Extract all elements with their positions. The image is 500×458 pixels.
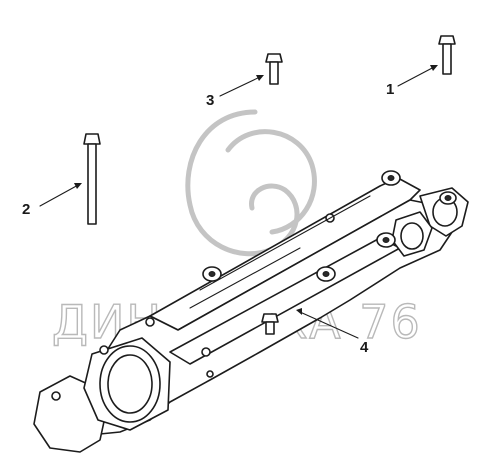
bolt-2 xyxy=(83,133,101,225)
boss-4-hole xyxy=(382,237,390,243)
rail-bosses xyxy=(202,170,457,282)
callout-1: 1 xyxy=(386,81,394,98)
nut-7 xyxy=(206,370,214,378)
boss-5-hole xyxy=(444,195,452,201)
rail-edge-line-2 xyxy=(189,247,301,309)
nut-2 xyxy=(145,317,155,327)
bolt-1-head xyxy=(438,35,456,45)
outlet-port-inner xyxy=(107,354,153,414)
bolt-4-head xyxy=(261,313,279,323)
leader-2 xyxy=(39,183,81,207)
nut-6 xyxy=(51,391,61,401)
bolt-3 xyxy=(265,53,283,85)
boss-1-hole xyxy=(387,175,395,181)
boss-2-hole xyxy=(208,271,216,277)
bolt-4-shank xyxy=(265,321,275,335)
rail-edge-line xyxy=(199,195,371,291)
leader-1 xyxy=(397,65,437,87)
nut-4 xyxy=(201,347,211,357)
leader-3-arrowhead xyxy=(256,75,264,81)
leader-4 xyxy=(299,311,359,339)
leader-3 xyxy=(219,75,263,97)
bolt-4 xyxy=(261,313,279,335)
nut-5 xyxy=(99,345,109,355)
callout-4: 4 xyxy=(360,339,369,356)
bolt-3-head xyxy=(265,53,283,63)
callout-2: 2 xyxy=(22,201,30,218)
leader-4-arrowhead xyxy=(296,308,302,315)
boss-3-hole xyxy=(322,271,330,277)
inner-clamp-ring xyxy=(400,222,424,250)
leader-arrows xyxy=(39,65,438,339)
leader-2-arrowhead xyxy=(74,183,82,189)
manifold-housing xyxy=(33,170,469,453)
watermark-logo-swirl xyxy=(185,109,317,257)
leader-1-arrowhead xyxy=(430,65,438,71)
bolt-3-shank xyxy=(269,61,279,85)
bolt-1-shank xyxy=(442,43,452,75)
bolt-1 xyxy=(438,35,456,75)
bolt-2-head xyxy=(83,133,101,145)
callout-3: 3 xyxy=(206,92,214,109)
bolt-2-shank xyxy=(87,143,97,225)
callout-labels: 1 2 3 4 xyxy=(22,81,394,356)
